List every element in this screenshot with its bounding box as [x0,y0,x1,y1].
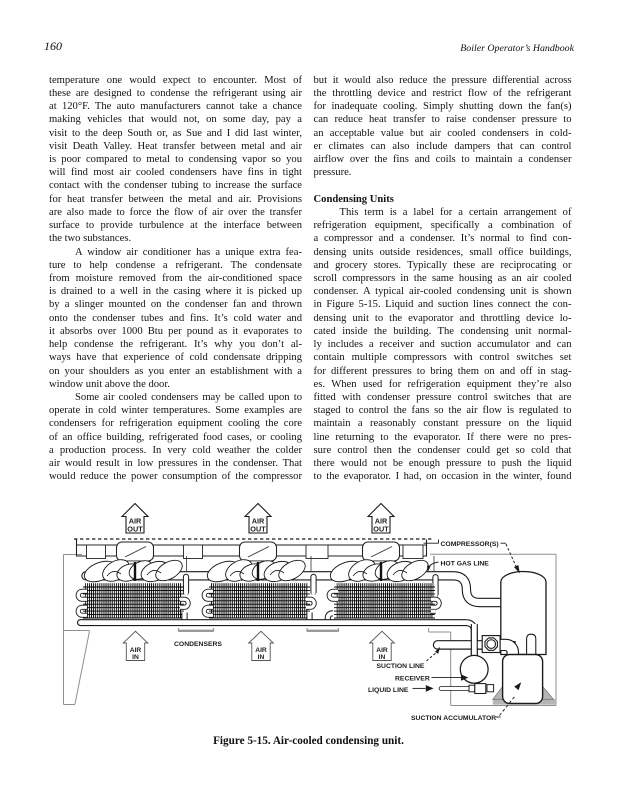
svg-text:COMPRESSOR(S): COMPRESSOR(S) [441,541,499,548]
svg-text:LIQUID LINE: LIQUID LINE [368,687,409,694]
svg-text:CONDENSERS: CONDENSERS [174,641,222,648]
svg-text:SUCTION ACCUMULATOR: SUCTION ACCUMULATOR [411,715,496,722]
svg-text:HOT GAS LINE: HOT GAS LINE [441,561,490,568]
svg-text:RECEIVER: RECEIVER [395,676,430,683]
svg-text:SUCTION LINE: SUCTION LINE [377,663,425,670]
